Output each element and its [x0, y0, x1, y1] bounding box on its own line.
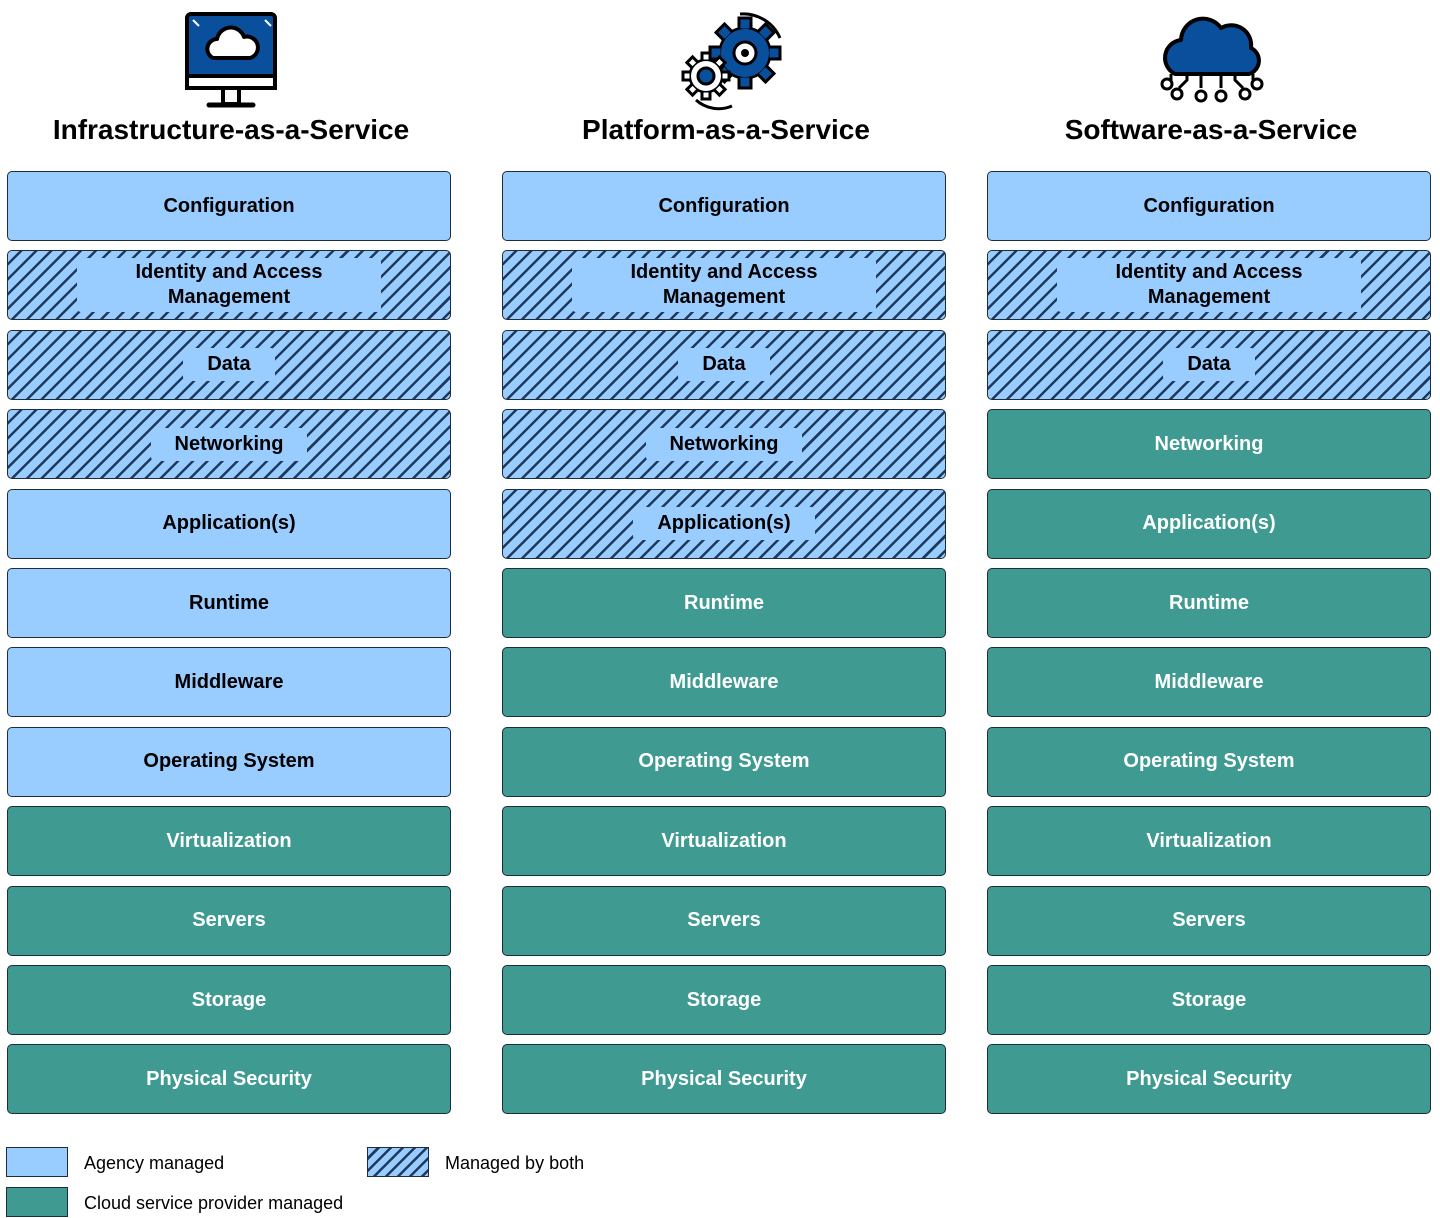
layer-label: Middleware: [174, 670, 284, 693]
layer-label: Networking: [150, 427, 308, 461]
layer-label: Virtualization: [166, 829, 292, 852]
layer-label: Identity and Access Management: [572, 258, 876, 313]
layer-label: Runtime: [684, 591, 764, 614]
layer-label: Middleware: [1154, 670, 1264, 693]
layer-label: Storage: [1171, 988, 1247, 1011]
layer-label: Runtime: [1169, 591, 1249, 614]
layer-identity-and-access-management: Identity and Access Management: [502, 250, 946, 321]
layer-label: Servers: [192, 909, 266, 932]
layer-label: Application(s): [162, 512, 296, 535]
layer-label: Virtualization: [661, 829, 787, 852]
layer-runtime: Runtime: [7, 568, 451, 638]
layer-application-s: Application(s): [987, 488, 1431, 559]
layer-label: Identity and Access Management: [1057, 258, 1361, 313]
layer-storage: Storage: [987, 965, 1431, 1035]
layer-label: Identity and Access Management: [77, 258, 381, 313]
legend-label-agency: Agency managed: [84, 1153, 225, 1173]
layer-label: Application(s): [633, 507, 815, 541]
layer-virtualization: Virtualization: [502, 806, 946, 877]
layer-middleware: Middleware: [7, 647, 451, 718]
layer-label: Networking: [645, 427, 803, 461]
layer-data: Data: [502, 329, 946, 400]
layer-data: Data: [7, 329, 451, 400]
layer-label: Configuration: [1143, 194, 1275, 217]
layer-operating-system: Operating System: [987, 726, 1431, 797]
layer-servers: Servers: [987, 885, 1431, 956]
layer-configuration: Configuration: [502, 171, 946, 241]
layer-label: Operating System: [638, 750, 810, 773]
layer-servers: Servers: [502, 885, 946, 956]
layer-label: Data: [678, 348, 770, 382]
layer-virtualization: Virtualization: [7, 806, 451, 877]
layer-physical-security: Physical Security: [7, 1044, 451, 1115]
column-title: Infrastructure-as-a-Service: [52, 114, 410, 145]
layer-label: Storage: [191, 988, 267, 1011]
layer-storage: Storage: [7, 965, 451, 1035]
layer-label: Configuration: [658, 194, 790, 217]
layer-operating-system: Operating System: [7, 726, 451, 797]
gears-icon: [656, 8, 796, 116]
column-title: Software-as-a-Service: [1064, 114, 1358, 145]
layer-networking: Networking: [502, 409, 946, 480]
layer-label: Configuration: [163, 194, 295, 217]
layer-label: Servers: [687, 909, 761, 932]
legend-swatch-provider: [6, 1187, 68, 1217]
layer-networking: Networking: [7, 409, 451, 480]
layer-label: Application(s): [1142, 512, 1276, 535]
layer-label: Physical Security: [641, 1067, 807, 1090]
layer-runtime: Runtime: [987, 568, 1431, 638]
layer-configuration: Configuration: [987, 171, 1431, 241]
layer-data: Data: [987, 329, 1431, 400]
layer-label: Servers: [1172, 909, 1246, 932]
legend-swatch-both: [367, 1147, 429, 1177]
layer-networking: Networking: [987, 409, 1431, 480]
layer-identity-and-access-management: Identity and Access Management: [987, 250, 1431, 321]
layer-storage: Storage: [502, 965, 946, 1035]
layer-label: Runtime: [189, 591, 269, 614]
layer-label: Networking: [1154, 432, 1264, 455]
legend-label-both: Managed by both: [445, 1153, 585, 1173]
layer-configuration: Configuration: [7, 171, 451, 241]
layer-operating-system: Operating System: [502, 726, 946, 797]
layer-label: Virtualization: [1146, 829, 1272, 852]
layer-label: Operating System: [1123, 750, 1295, 773]
layer-middleware: Middleware: [987, 647, 1431, 718]
layer-runtime: Runtime: [502, 568, 946, 638]
layer-application-s: Application(s): [502, 488, 946, 559]
layer-label: Middleware: [669, 670, 779, 693]
legend-swatch-agency: [6, 1147, 68, 1177]
layer-identity-and-access-management: Identity and Access Management: [7, 250, 451, 321]
layer-label: Physical Security: [146, 1067, 312, 1090]
layer-application-s: Application(s): [7, 488, 451, 559]
layer-label: Data: [1163, 348, 1255, 382]
layer-physical-security: Physical Security: [502, 1044, 946, 1115]
layer-middleware: Middleware: [502, 647, 946, 718]
cloud-monitor-icon: [161, 8, 301, 116]
cloud-network-icon: [1141, 8, 1281, 116]
layer-physical-security: Physical Security: [987, 1044, 1431, 1115]
layer-label: Storage: [686, 988, 762, 1011]
column-title: Platform-as-a-Service: [582, 114, 870, 145]
layer-virtualization: Virtualization: [987, 806, 1431, 877]
layer-label: Operating System: [143, 750, 315, 773]
layer-label: Physical Security: [1126, 1067, 1292, 1090]
layer-label: Data: [183, 348, 275, 382]
legend-label-provider: Cloud service provider managed: [84, 1193, 344, 1213]
layer-servers: Servers: [7, 885, 451, 956]
